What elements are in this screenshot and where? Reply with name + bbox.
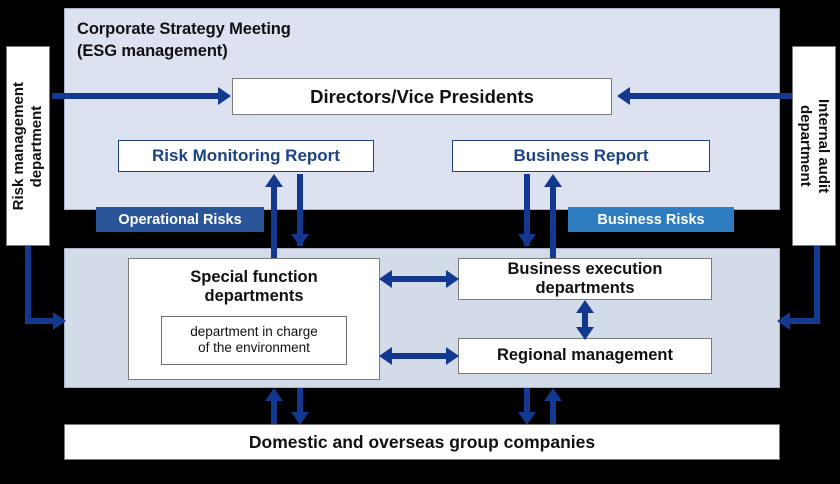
risk-management-department-box[interactable]: Risk management department <box>6 46 50 246</box>
group-companies-box[interactable]: Domestic and overseas group companies <box>64 424 780 460</box>
regional-management-label: Regional management <box>496 346 674 365</box>
operational-risks-badge: Operational Risks <box>96 207 264 232</box>
directors-vice-presidents-box[interactable]: Directors/Vice Presidents <box>232 78 612 115</box>
business-risks-label: Business Risks <box>597 211 705 228</box>
corporate-strategy-meeting-panel: Corporate Strategy Meeting (ESG manageme… <box>64 8 780 210</box>
operational-risks-label: Operational Risks <box>118 211 242 228</box>
environment-department-label: department in charge of the environment <box>190 323 318 356</box>
business-risks-badge: Business Risks <box>568 207 734 232</box>
business-execution-departments-label: Business execution departments <box>507 259 663 297</box>
internal-audit-department-label: Internal audit department <box>797 98 832 194</box>
special-function-departments-box[interactable]: Special function departments department … <box>128 258 380 380</box>
panel-title: Corporate Strategy Meeting (ESG manageme… <box>77 20 291 60</box>
business-report-label: Business Report <box>513 145 649 165</box>
business-report-box[interactable]: Business Report <box>452 140 710 172</box>
group-companies-label: Domestic and overseas group companies <box>248 431 596 452</box>
business-execution-departments-box[interactable]: Business execution departments <box>458 258 712 300</box>
risk-monitoring-report-label: Risk Monitoring Report <box>152 145 340 165</box>
directors-vice-presidents-label: Directors/Vice Presidents <box>310 85 534 107</box>
internal-audit-department-box[interactable]: Internal audit department <box>792 46 836 246</box>
regional-management-box[interactable]: Regional management <box>458 338 712 374</box>
environment-department-box[interactable]: department in charge of the environment <box>161 315 347 365</box>
risk-monitoring-report-box[interactable]: Risk Monitoring Report <box>118 140 374 172</box>
special-function-departments-label: Special function departments <box>190 268 318 306</box>
risk-management-department-label: Risk management department <box>10 81 45 211</box>
